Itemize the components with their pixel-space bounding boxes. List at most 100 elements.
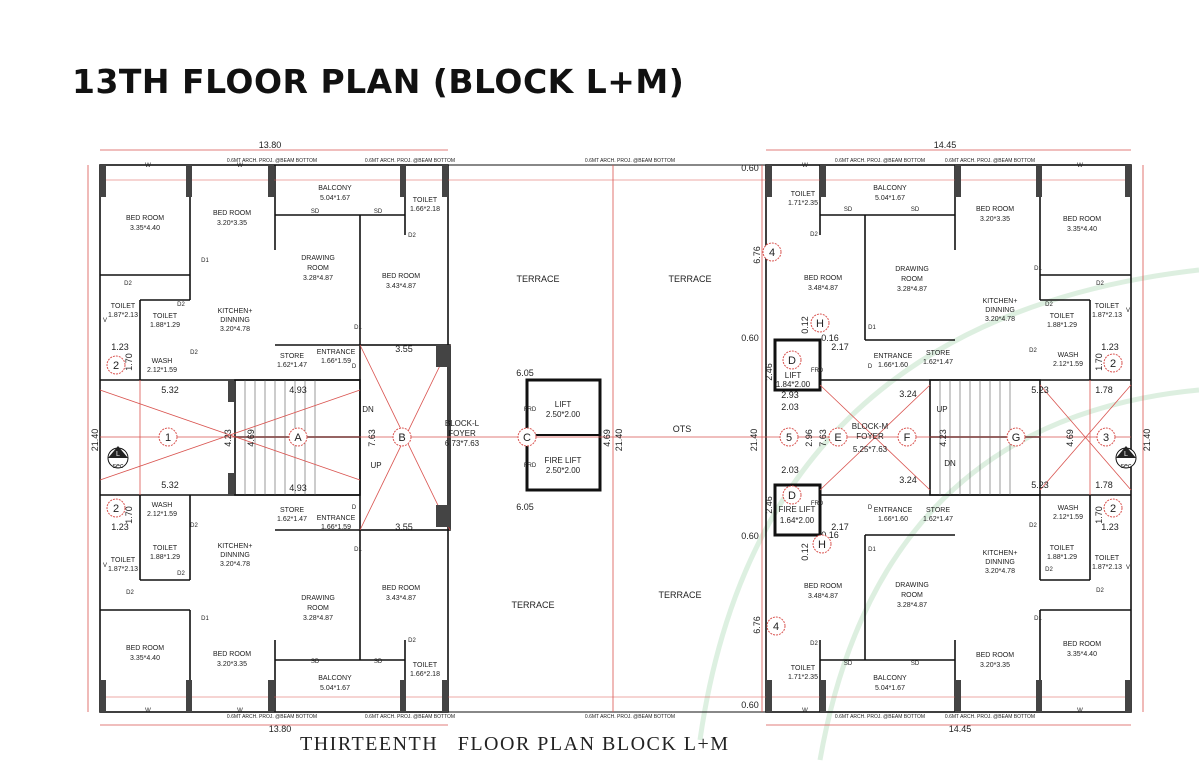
dim-217-top: 2.17 [831, 342, 849, 352]
room-bed-1-rb: BED ROOM [976, 652, 1014, 659]
room-store-rb: STORE [926, 507, 950, 514]
room-entrance-l-size: 1.66*1.59 [321, 358, 351, 365]
door-d2: D2 [1029, 348, 1037, 354]
room-balcony-r-size: 5.04*1.67 [875, 195, 905, 202]
room-drawing-lb: DRAWING [301, 595, 335, 602]
sliding-door: SD [844, 661, 853, 667]
room-bed-1-rb-size: 3.20*3.35 [980, 662, 1010, 669]
door-d1: D1 [201, 616, 209, 622]
grid-bubble-4-top: 4 [769, 247, 775, 259]
door-d2: D2 [177, 302, 185, 308]
dim-123-bottom-left: 1.23 [111, 522, 129, 532]
arch-note-bottom-right-1: 0.6MT ARCH. PROJ. @BEAM BOTTOM [835, 714, 925, 720]
room-drawing-rb-2: ROOM [901, 592, 923, 599]
room-toilet-2-r: TOILET [1095, 303, 1120, 310]
room-store-lb: STORE [280, 507, 304, 514]
room-drawing-l: DRAWING [301, 255, 335, 262]
sliding-door: SD [911, 661, 920, 667]
grid-bubble-3: 3 [1103, 432, 1109, 444]
grid-bubble-2-tr: 2 [1110, 358, 1116, 370]
dim-324-top: 3.24 [899, 389, 917, 399]
dim-060-a: 0.60 [741, 163, 759, 173]
room-kitchen-l: KITCHEN+ [218, 308, 253, 315]
window-label: W [1077, 163, 1083, 169]
room-toilet-2-r-size: 1.87*2.13 [1092, 312, 1122, 319]
dim-right-height: 21.40 [1142, 429, 1152, 452]
dim-012-top: 0.12 [800, 316, 810, 334]
room-bed-3-r-size: 3.48*4.87 [808, 285, 838, 292]
grid-bubble-5: 5 [786, 432, 792, 444]
room-store-rb-size: 1.62*1.47 [923, 516, 953, 523]
room-toilet-top-rb-size: 1.71*2.35 [788, 674, 818, 681]
dim-mid-height-2: 21.40 [749, 429, 759, 452]
dim-763-right: 7.63 [818, 429, 828, 447]
sliding-door: SD [311, 209, 320, 215]
room-wash-lb-size: 2.12*1.59 [147, 511, 177, 518]
room-store-r: STORE [926, 350, 950, 357]
room-store-l: STORE [280, 353, 304, 360]
dim-605-top: 6.05 [516, 368, 534, 378]
dim-532-bottom: 5.32 [161, 480, 179, 490]
dim-178-bottom: 1.78 [1095, 480, 1113, 490]
dim-605-bottom: 6.05 [516, 502, 534, 512]
room-wash-r-size: 2.12*1.59 [1053, 361, 1083, 368]
room-store-lb-size: 1.62*1.47 [277, 516, 307, 523]
grid-bubble-f: F [904, 432, 911, 444]
room-toilet-top-r-size: 1.71*2.35 [788, 200, 818, 207]
columns [100, 165, 1131, 712]
room-toilet-top-lb: TOILET [413, 662, 438, 669]
room-toilet-top-rb: TOILET [791, 665, 816, 672]
grid-bubble-c: C [523, 432, 531, 444]
dim-493-bottom: 4.93 [289, 483, 307, 493]
room-drawing-rb: DRAWING [895, 582, 929, 589]
window-label: W [237, 163, 243, 169]
room-bed-1-lb-size: 3.35*4.40 [130, 655, 160, 662]
door-d1: D1 [354, 325, 362, 331]
dim-469-right: 4.69 [1065, 429, 1075, 447]
room-entrance-rb-size: 1.66*1.60 [878, 516, 908, 523]
dim-469-mid: 4.69 [602, 429, 612, 447]
room-balcony-rb-size: 5.04*1.67 [875, 685, 905, 692]
room-kitchen-lb: KITCHEN+ [218, 543, 253, 550]
dim-right-width: 14.45 [934, 140, 957, 150]
page-title: 13TH FLOOR PLAN (BLOCK L+M) [72, 62, 685, 101]
foyer-l-label: BLOCK-L [445, 419, 480, 428]
door-d2: D2 [177, 571, 185, 577]
dim-676-top: 6.76 [752, 246, 762, 264]
ventilator-label: V [1126, 565, 1130, 571]
section-marker-left: L sec [107, 446, 129, 470]
foyer-l-label-2: FOYER [448, 429, 476, 438]
arch-note-top-left-1: 0.6MT ARCH. PROJ. @BEAM BOTTOM [227, 158, 317, 164]
room-drawing-l-size: 3.28*4.87 [303, 275, 333, 282]
dim-217-bottom: 2.17 [831, 522, 849, 532]
dim-355-top: 3.55 [395, 344, 413, 354]
ventilator-label: V [103, 318, 107, 324]
room-kitchen-lb-size: 3.20*4.78 [220, 561, 250, 568]
fire-lift-l-label: FIRE LIFT [545, 456, 582, 465]
stair-treads [244, 380, 1011, 495]
door-d1: D1 [354, 547, 362, 553]
lift-l-label: LIFT [555, 400, 572, 409]
room-entrance-lb-size: 1.66*1.59 [321, 524, 351, 531]
room-wash-lb: WASH [152, 502, 173, 509]
room-drawing-r-size: 3.28*4.87 [897, 286, 927, 293]
dim-523-bottom: 5.23 [1031, 480, 1049, 490]
room-bed-2-r-size: 3.35*4.40 [1067, 226, 1097, 233]
room-bed-3-rb: BED ROOM [804, 583, 842, 590]
room-bed-3-lb-size: 3.43*4.87 [386, 595, 416, 602]
room-toilet-top-l-size: 1.66*2.18 [410, 206, 440, 213]
dim-296: 2.96 [804, 429, 814, 447]
room-store-l-size: 1.62*1.47 [277, 362, 307, 369]
room-drawing-lb-size: 3.28*4.87 [303, 615, 333, 622]
ventilator-label: V [1126, 308, 1130, 314]
frd-2: FRD [524, 463, 537, 469]
arch-note-top-right-1: 0.6MT ARCH. PROJ. @BEAM BOTTOM [835, 158, 925, 164]
dim-246-bottom: 2.46 [764, 496, 774, 514]
room-bed-3-r: BED ROOM [804, 275, 842, 282]
room-wash-rb-size: 2.12*1.59 [1053, 514, 1083, 521]
room-wash-rb: WASH [1058, 505, 1079, 512]
room-bed-1-r: BED ROOM [976, 206, 1014, 213]
dim-170-bl: 1.70 [124, 506, 134, 524]
dim-469-left: 4.69 [246, 429, 256, 447]
room-balcony-lb-size: 5.04*1.67 [320, 685, 350, 692]
